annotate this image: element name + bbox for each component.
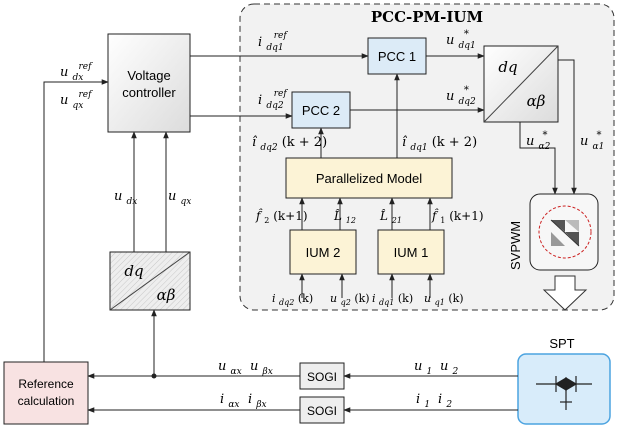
ium1-label: IUM 1 [394,245,429,260]
voltage-controller-label-1: Voltage [127,68,170,83]
dq-alphabeta-transform-left: dq αβ [109,251,191,311]
pcc2-label: PCC 2 [302,103,340,118]
label-i-dq1k: i dq1 (k) [372,292,413,308]
ium1-block: IUM 1 [377,229,445,275]
parallelized-model-label: Parallelized Model [316,171,422,186]
transform-right-top: dq [498,58,517,76]
connections [43,53,577,413]
label-u-star-dq2: u dq2 * [446,85,480,108]
label-L-hat-21: L̂ 21 [379,208,402,225]
sogi-top-block: SOGI [299,362,345,390]
pcc2-block: PCC 2 [291,91,351,129]
svpwm-circle-icon [538,205,592,259]
voltage-controller-label-2: controller [122,85,176,100]
panel-title: PCC-PM-IUM [371,8,483,26]
transform-right-bottom: αβ [527,92,546,110]
transform-left-bottom: αβ [157,286,176,304]
label-i-2: i 2 [438,392,452,410]
reference-calculation-block: Reference calculation [3,361,89,425]
label-u-q2k: u q2 (k) [330,292,370,308]
thyristor-icon [536,376,592,410]
label-i-ax: i αx [220,392,239,410]
junction-dot [151,373,157,379]
voltage-controller-block: Voltage controller [107,33,191,133]
svpwm-block: SVPWM [508,193,599,271]
label-i-dq2k: i dq2 (k) [272,292,313,308]
label-u-ref-d: u dx ref [60,62,93,84]
label-i-ref-dq1: i dq1 ref [258,31,288,54]
label-i-1: i 1 [416,392,430,410]
label-u-dx: u dx [114,189,137,207]
label-u-star-a2: u α2 * [526,130,554,153]
transform-left-top: dq [124,262,143,280]
sogi-bottom-block: SOGI [299,396,345,424]
label-f-hat-2: f̂ 2 (k+1) [255,207,308,226]
label-u-ax: u αx [218,359,242,377]
dq-alphabeta-transform-right: dq αβ [483,45,559,123]
parallelized-model-block: Parallelized Model [285,157,453,199]
spt-block: SPT [517,336,611,425]
label-i-bx: i βx [248,392,267,410]
label-i-hat-dq1: î dq1 (k + 2) [402,135,477,154]
sogi-top-label: SOGI [307,370,337,384]
pcc1-block: PCC 1 [367,37,427,75]
label-u-2: u 2 [440,359,459,377]
reference-label-1: Reference [18,377,74,391]
label-u-1: u 1 [414,359,432,377]
svpwm-label: SVPWM [508,221,523,270]
label-u-bx: u βx [250,359,273,377]
reference-label-2: calculation [18,394,75,408]
output-down-arrow [542,275,588,311]
label-u-star-a1: u α1 * [580,130,608,153]
spt-label: SPT [549,336,574,351]
ium2-label: IUM 2 [306,245,341,260]
label-u-ref-q: u qx ref [60,90,93,112]
pcc1-label: PCC 1 [378,49,416,64]
ium2-block: IUM 2 [289,229,357,275]
label-i-ref-dq2: i dq2 ref [258,89,288,112]
label-L-hat-12: L̂ 12 [333,208,356,225]
sogi-bottom-label: SOGI [307,404,337,418]
label-u-q1k: u q1 (k) [424,292,464,308]
label-u-qx: u qx [168,189,191,207]
label-i-hat-dq2: î dq2 (k + 2) [252,135,327,154]
signal-labels: u dx ref u qx ref i dq1 ref i dq2 ref u … [60,29,608,410]
label-f-hat-1: f̂ 1 (k+1) [431,207,484,226]
label-u-star-dq1: u dq1 * [446,29,480,52]
